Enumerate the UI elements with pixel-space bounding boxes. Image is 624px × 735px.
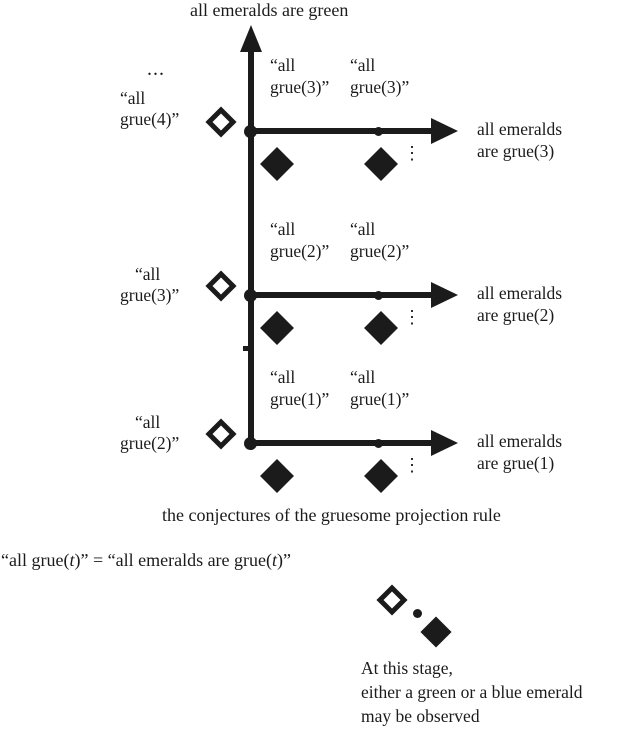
conjecture-label-1-line2: grue(3)” [270,76,330,97]
filled-diamond-icon [420,616,452,648]
left-hypothesis-line2: grue(2)” [120,433,180,453]
conjecture-label-2-line1: “all [350,367,376,387]
left-hypothesis-label: “all grue(3)” [120,264,179,306]
conjecture-label-2-line2: grue(3)” [350,76,410,97]
stage-dot-icon [413,609,422,618]
axis-caption-line2: are grue(2) [477,305,555,325]
conjecture-label-1-line1: “all [270,219,296,239]
filled-diamond-icon [260,147,294,181]
axis-caption: all emeralds are grue(1) [477,430,562,474]
axis-caption-line2: are grue(3) [477,141,555,161]
conjecture-label-2: “all grue(3)” [350,55,409,98]
conjecture-label-1-line2: grue(1)” [270,388,330,409]
vertical-ellipsis: ⋮ [403,143,421,163]
stage-axis [248,440,434,446]
vertical-ellipsis: ⋮ [403,307,421,327]
axis-caption-line1: all emeralds [477,431,563,451]
definition-equation: “all grue(t)” = “all emeralds are grue(t… [1,550,291,571]
axis-caption-line1: all emeralds [477,119,563,139]
legend-line3: may be observed [361,706,480,726]
filled-diamond-icon [364,311,398,345]
left-hypothesis-label: “all grue(2)” [120,412,179,454]
open-diamond-icon [205,106,237,138]
legend-line1: At this stage, [361,658,453,678]
axis-caption: all emeralds are grue(2) [477,282,562,326]
axis-caption: all emeralds are grue(3) [477,118,562,162]
left-hypothesis-line2: grue(3)” [120,285,180,305]
origin-dot-icon [244,289,257,302]
conjecture-label-1: “all grue(2)” [270,219,329,262]
conjecture-label-1-line1: “all [270,367,296,387]
equation-part: “all grue( [1,550,70,570]
open-diamond-icon [205,418,237,450]
conjecture-label-2-line2: grue(2)” [350,240,410,261]
stage-axis [248,292,434,298]
stage-axis [248,128,434,134]
filled-diamond-icon [260,459,294,493]
conjecture-label-2-line1: “all [350,219,376,239]
left-hypothesis-line1: “all [135,264,161,284]
filled-diamond-icon [260,311,294,345]
open-diamond-icon [376,584,408,616]
origin-dot-icon [244,125,257,138]
equation-part: )” [277,550,292,570]
diagram-title: all emeralds are green [190,0,349,20]
left-hypothesis-line1: “all [135,412,161,432]
conjecture-label-1: “all grue(1)” [270,367,329,410]
filled-diamond-icon [364,147,398,181]
equation-variable-t: t [69,550,75,570]
conjecture-label-2: “all grue(2)” [350,219,409,262]
figure-caption: the conjectures of the gruesome projecti… [162,505,501,525]
open-diamond-icon [205,270,237,302]
conjecture-label-2-line1: “all [350,55,376,75]
conjecture-label-1-line2: grue(2)” [270,240,330,261]
equation-part: )” = “all emeralds are grue( [74,550,273,570]
conjecture-label-2: “all grue(1)” [350,367,409,410]
conjecture-label-1-line1: “all [270,55,296,75]
stage-axis-arrowhead-icon [431,118,458,144]
conjecture-label-1: “all grue(3)” [270,55,329,98]
filled-diamond-icon [364,459,398,493]
vertical-ellipsis: ⋮ [403,455,421,475]
vertical-axis [248,42,254,446]
equation-variable-t: t [272,550,278,570]
origin-dot-icon [244,437,257,450]
stage-dot-icon [374,127,383,136]
left-hypothesis-line2: grue(4)” [120,109,180,129]
axis-caption-line1: all emeralds [477,283,563,303]
vertical-axis-arrowhead-icon [240,25,262,52]
left-hypothesis-line1: “all [120,88,146,108]
left-hypothesis-label: “all grue(4)” [120,88,179,130]
legend-line2: either a green or a blue emerald [361,682,583,702]
stage-axis-arrowhead-icon [431,282,458,308]
stage-dot-icon [374,439,383,448]
continuation-ellipsis: ... [147,58,165,80]
conjecture-label-2-line2: grue(1)” [350,388,410,409]
stage-axis-arrowhead-icon [431,430,458,456]
axis-tick [243,346,248,351]
legend-text: At this stage, either a green or a blue … [361,656,583,728]
axis-caption-line2: are grue(1) [477,453,555,473]
stage-dot-icon [374,291,383,300]
